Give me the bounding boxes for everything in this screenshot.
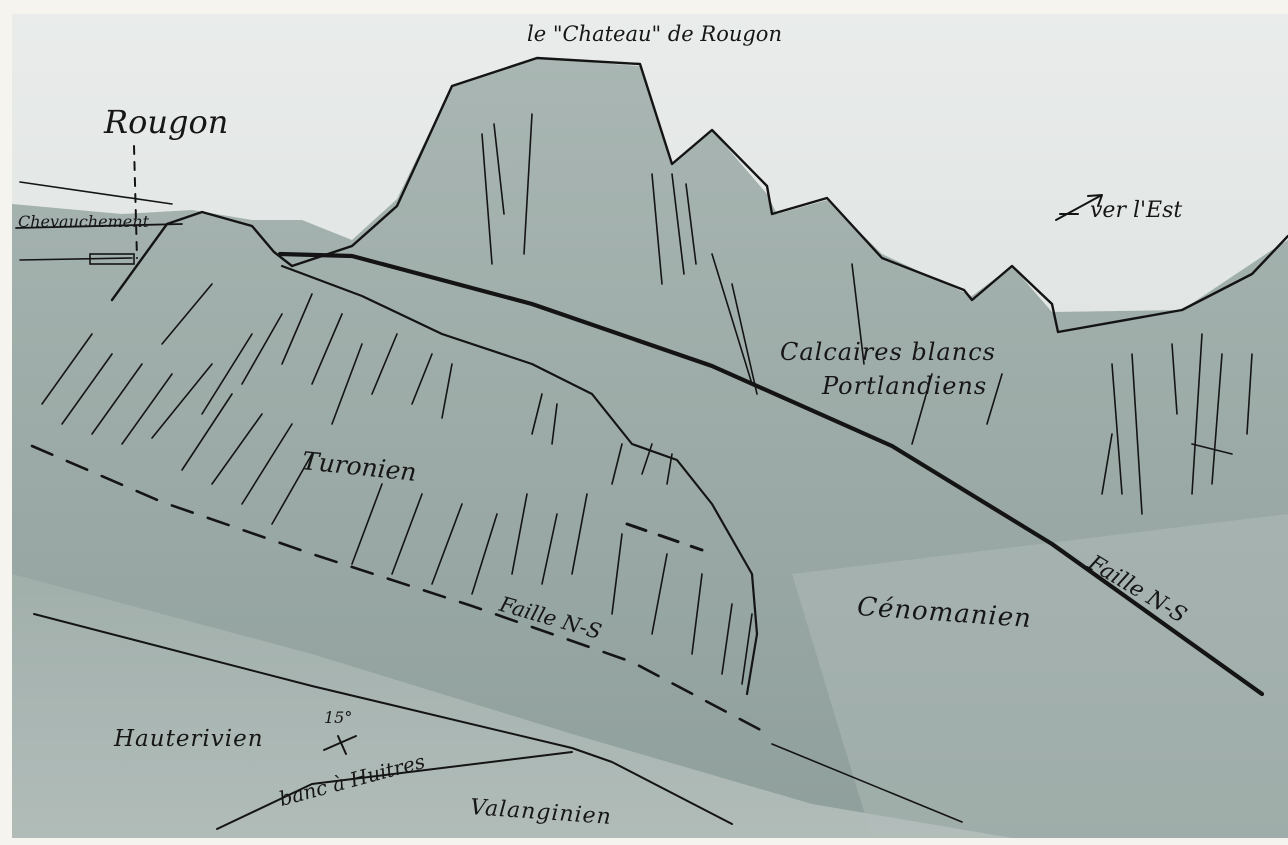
bedding-strokes-chateau (481, 113, 1003, 445)
label-vers-est: ver l'Est (1090, 198, 1183, 223)
banc-huitres-line (216, 751, 573, 830)
chevauchement-underline (15, 223, 183, 229)
bedding-strokes-right (1101, 333, 1253, 515)
dashed-fault-line (30, 444, 774, 738)
label-hauterivien: Hauterivien (114, 726, 264, 752)
bedding-strokes-left (41, 283, 753, 685)
valley-line (771, 743, 963, 823)
label-portlandiens: Portlandiens (822, 372, 988, 400)
label-dip-angle: 15° (324, 708, 353, 727)
skyline-outline (110, 56, 1288, 334)
label-chevauchement: Chevauchement (18, 212, 150, 231)
rougon-pointer (133, 145, 138, 259)
lower-fault-line (33, 613, 733, 825)
label-chateau: le "Chateau" de Rougon (527, 22, 782, 46)
ridge-line-lower (19, 257, 133, 261)
turonien-boundary (280, 264, 759, 696)
label-calcaires-blancs: Calcaires blancs (780, 338, 996, 366)
annotated-photo: le "Chateau" de Rougon Rougon Chevauchem… (12, 14, 1288, 838)
main-fault-line (277, 251, 1265, 697)
arrow-northeast-icon (1055, 194, 1103, 221)
dashed-fault-short (625, 522, 704, 552)
valley-foreground (12, 574, 1012, 838)
label-rougon: Rougon (104, 103, 229, 141)
right-slope-texture (792, 514, 1288, 838)
ridge-line-upper (19, 181, 173, 205)
buildings-sketch (89, 253, 135, 265)
dip-strike-icon (323, 735, 357, 755)
drawing-layer (12, 56, 1288, 838)
